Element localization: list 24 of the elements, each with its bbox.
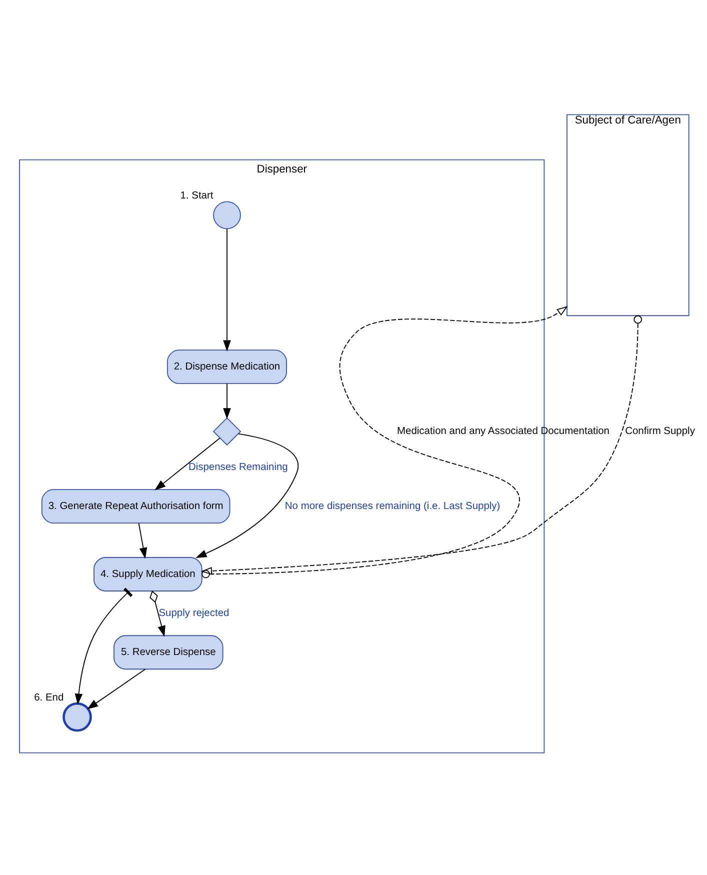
arrow bbox=[223, 383, 231, 420]
node-diamond bbox=[212, 417, 242, 446]
arrow bbox=[223, 228, 231, 352]
node-box: Subject of Care/Agen bbox=[566, 114, 690, 316]
edge-label: Confirm Supply bbox=[625, 426, 695, 438]
arrow bbox=[150, 590, 166, 637]
node-box: 5. Reverse Dispense bbox=[114, 635, 224, 670]
arrow bbox=[138, 522, 148, 559]
arrow bbox=[154, 438, 220, 490]
node-box: 2. Dispense Medication bbox=[167, 350, 287, 384]
node-label: 6. End bbox=[34, 692, 64, 704]
arrow bbox=[74, 588, 133, 705]
arrow bbox=[202, 306, 568, 578]
arrow bbox=[196, 433, 299, 558]
node-label: 1. Start bbox=[180, 190, 214, 202]
node-box: 3. Generate Repeat Authorisation form bbox=[41, 489, 230, 524]
arrow bbox=[200, 315, 642, 575]
node-circle bbox=[213, 201, 241, 230]
node-box: 4. Supply Medication bbox=[94, 557, 202, 592]
edge-label: Supply rejected bbox=[158, 608, 230, 619]
edge-label: Dispenses Remaining bbox=[188, 462, 288, 473]
edge-label: No more dispenses remaining (i.e. Last Supply) bbox=[284, 500, 500, 512]
arrow bbox=[86, 668, 146, 710]
node-circle bbox=[62, 702, 92, 732]
